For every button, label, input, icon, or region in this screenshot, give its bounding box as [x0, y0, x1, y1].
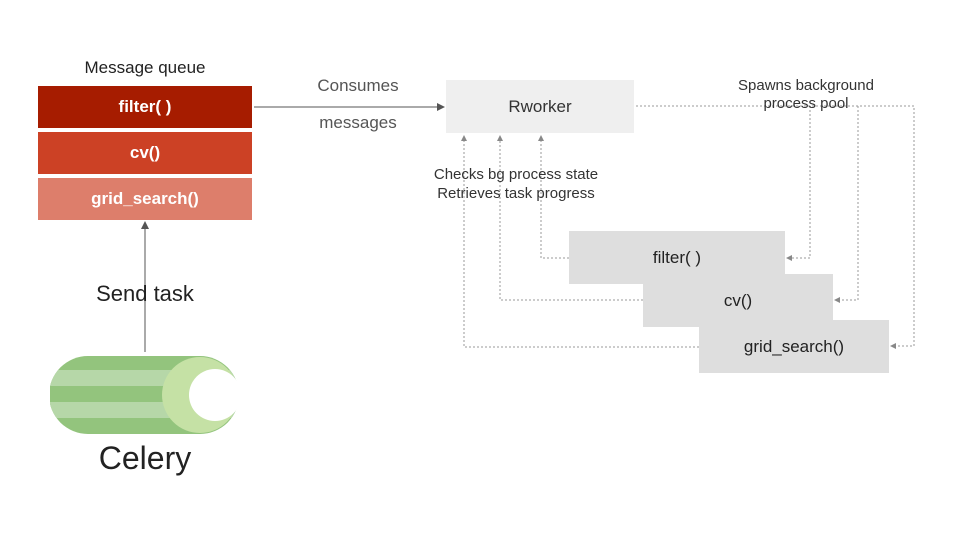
retrieve-progress-line: Retrieves task progress	[437, 185, 595, 202]
check-state-line: Checks bg process state	[433, 166, 599, 183]
messages-label: messages	[319, 113, 397, 132]
queue-item-grid-search: grid_search()	[38, 178, 252, 220]
spawns-line-1: Spawns background	[738, 77, 874, 94]
spawns-label: Spawns background process pool	[718, 77, 894, 113]
spawns-line-2: process pool	[763, 95, 849, 112]
queue-item-filter: filter( )	[38, 86, 252, 128]
celery-label: Celery	[98, 440, 192, 476]
spawn-connectors	[636, 105, 915, 349]
check-state-label: Checks bg process state Retrieves task p…	[406, 165, 626, 203]
rworker-node: Rworker	[446, 80, 634, 133]
send-task-label: Send task	[96, 281, 194, 306]
celery-logo-icon	[50, 356, 240, 434]
check-connectors	[461, 135, 699, 348]
process-grid-search: grid_search()	[699, 320, 889, 373]
consumes-label: Consumes	[317, 76, 399, 95]
process-cv: cv()	[643, 274, 833, 327]
queue-title: Message queue	[84, 58, 206, 77]
queue-item-cv: cv()	[38, 132, 252, 174]
